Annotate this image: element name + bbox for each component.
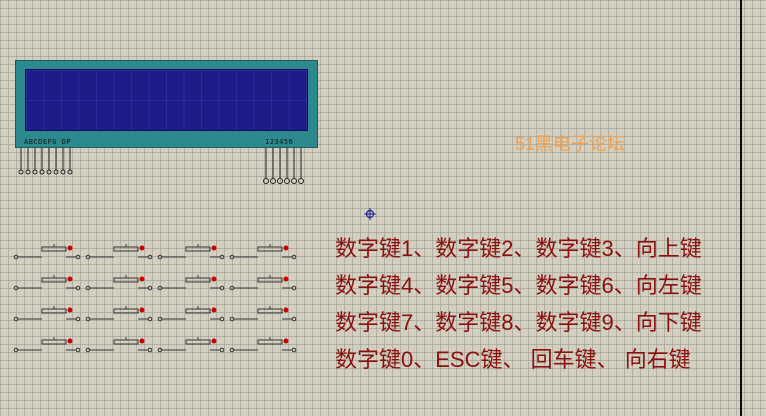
key-legend-line-4: 数字键0、ESC键、 回车键、 向右键 [335, 347, 691, 372]
push-button-r2c1[interactable] [13, 275, 81, 291]
push-button-r3c3[interactable] [157, 306, 225, 322]
sheet-border-line [740, 0, 742, 416]
key-legend-line-1: 数字键1、数字键2、数字键3、向上键 [335, 236, 702, 261]
push-button-r3c4[interactable] [229, 306, 297, 322]
push-button-r3c2[interactable] [85, 306, 153, 322]
origin-marker-icon [364, 208, 376, 220]
push-button-r2c2[interactable] [85, 275, 153, 291]
push-button-r4c2[interactable] [85, 337, 153, 353]
key-legend-line-2: 数字键4、数字键5、数字键6、向左键 [335, 273, 702, 298]
segment-pin-label: ABCDEFG DP [24, 138, 72, 146]
push-button-r4c3[interactable] [157, 337, 225, 353]
forum-watermark: 51黑电子论坛 [515, 134, 626, 154]
digit-pin-label: 123456 [265, 138, 294, 146]
push-button-r3c1[interactable] [13, 306, 81, 322]
push-button-r4c4[interactable] [229, 337, 297, 353]
push-button-r4c1[interactable] [13, 337, 81, 353]
lcd-screen [25, 69, 308, 131]
key-legend-line-3: 数字键7、数字键8、数字键9、向下键 [335, 310, 702, 335]
digit-pins[interactable] [260, 148, 310, 192]
push-button-r1c4[interactable] [229, 244, 297, 260]
push-button-matrix[interactable] [10, 235, 310, 355]
push-button-r2c4[interactable] [229, 275, 297, 291]
push-button-r1c1[interactable] [13, 244, 81, 260]
push-button-r2c3[interactable] [157, 275, 225, 291]
lcd-7segment-display[interactable]: ABCDEFG DP 123456 [15, 60, 318, 148]
push-button-r1c2[interactable] [85, 244, 153, 260]
push-button-r1c3[interactable] [157, 244, 225, 260]
segment-pins[interactable] [15, 148, 75, 190]
